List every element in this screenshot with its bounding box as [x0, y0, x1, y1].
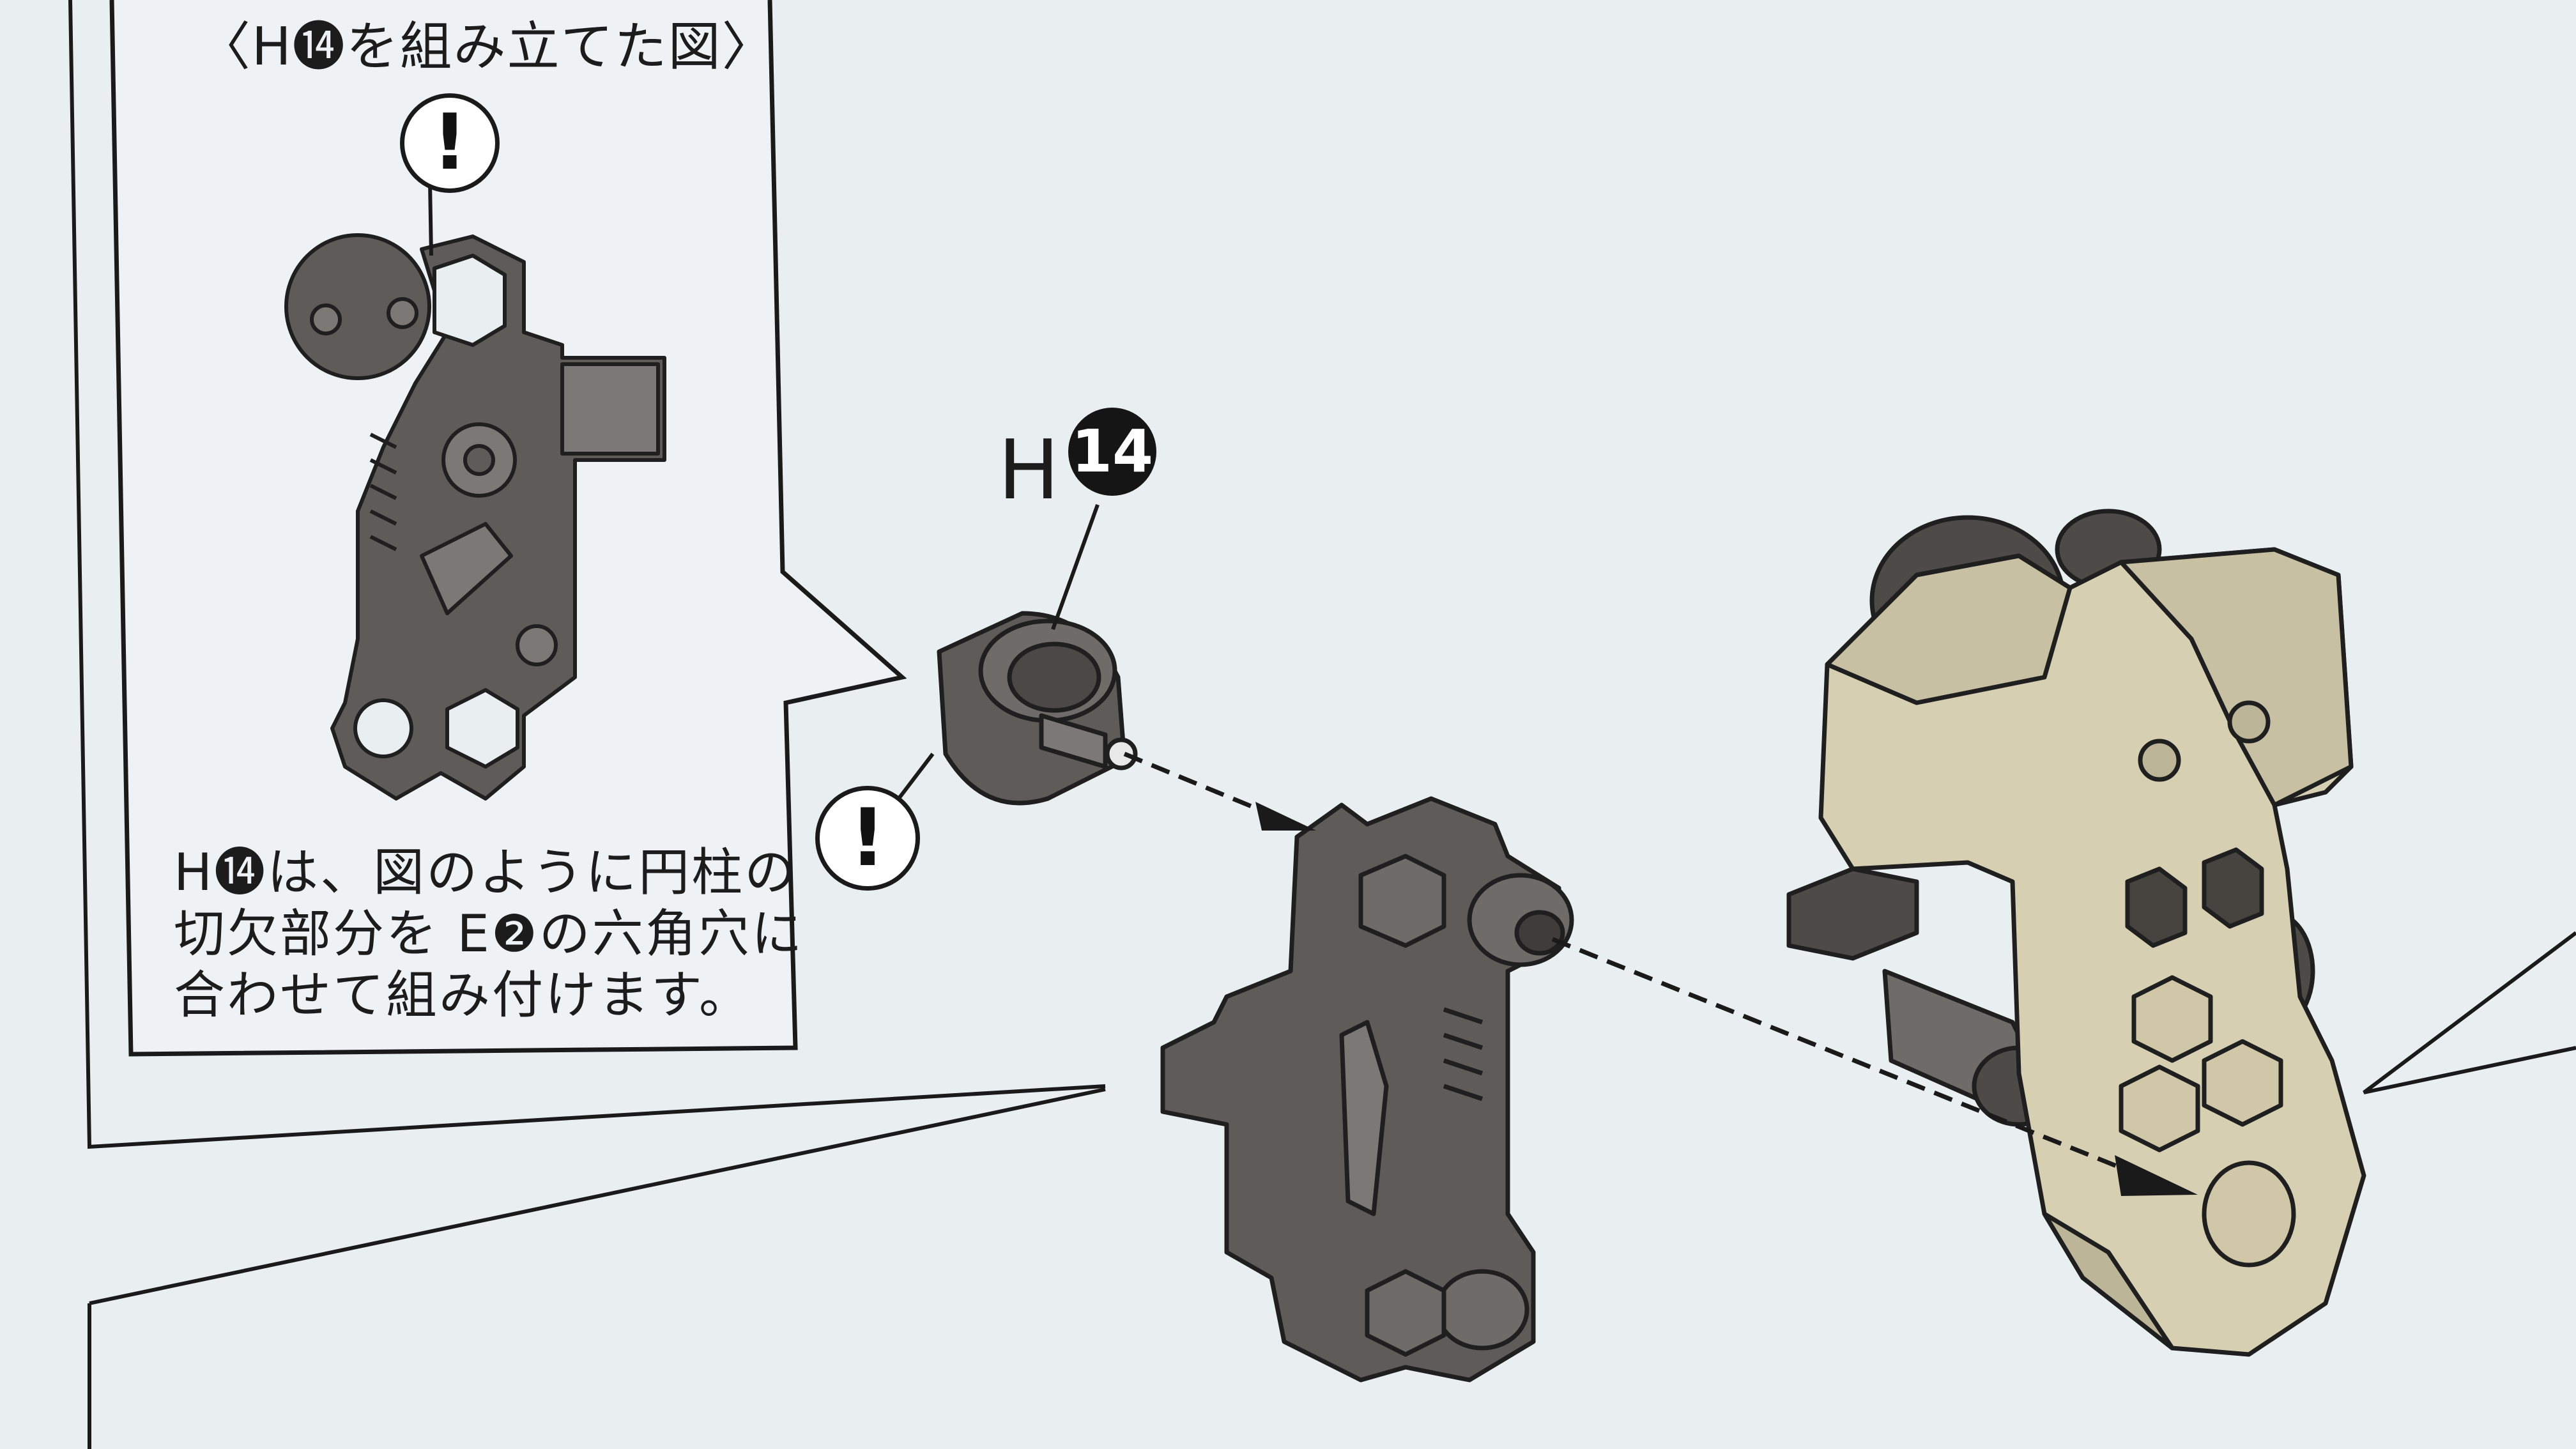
part-h14-cylinder [937, 611, 1138, 806]
assembly-note-line-1: H⓮は、図のように円柱の [174, 843, 798, 902]
part-assembly-tan [1786, 509, 2366, 1357]
assembly-arrow-2 [1551, 937, 2142, 1178]
part-number-badge: 14 [1068, 408, 1156, 496]
lower-panel-frame [89, 1087, 1106, 1305]
inset-title: 〈H⓮を組み立てた図〉 [198, 17, 776, 77]
assembled-part-illustration [284, 233, 666, 801]
assembly-arrow-1 [1123, 751, 1273, 817]
part-letter-label: H [998, 423, 1060, 518]
part-e-gray [1160, 796, 1574, 1383]
outer-panel-frame [68, 0, 1106, 1149]
warning-mark-cylinder: ! [815, 786, 920, 891]
assembly-note-line-3: 合わせて組み付けます。 [174, 965, 752, 1025]
assembly-note-line-2: 切欠部分を E❷の六角穴に [174, 904, 804, 963]
right-callout-frame [2363, 931, 2576, 1094]
warning-mark-inset: ! [400, 93, 500, 193]
